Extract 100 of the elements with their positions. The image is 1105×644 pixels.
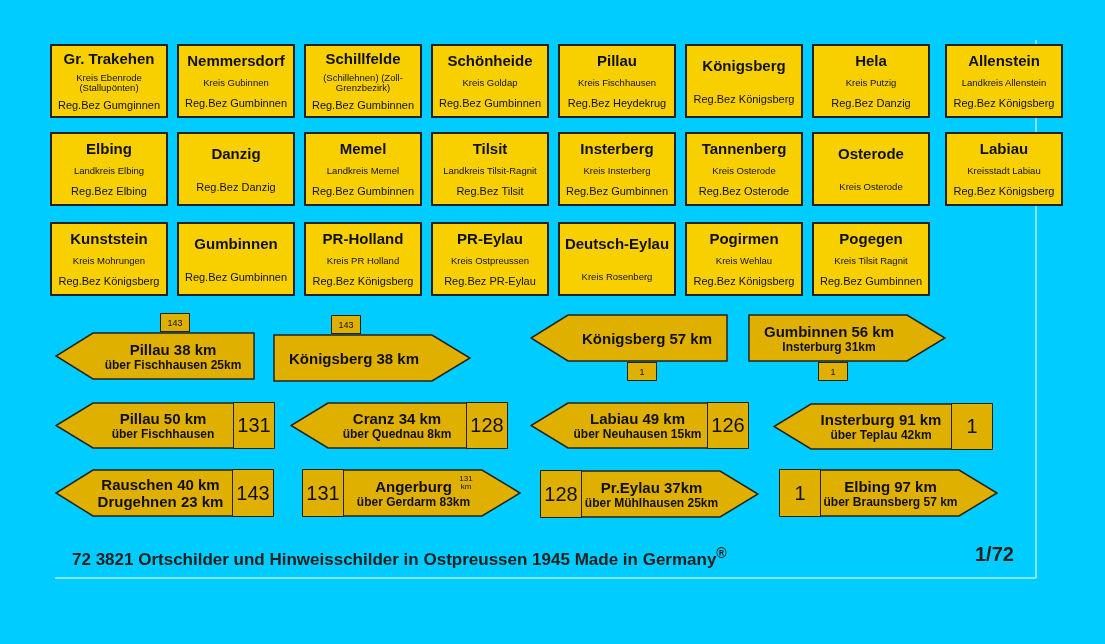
town-name: Gr. Trakehen bbox=[63, 51, 155, 67]
direction-sign bbox=[55, 332, 255, 380]
town-sign bbox=[50, 44, 168, 118]
district-text: Kreis Insterberg bbox=[583, 166, 651, 176]
district-text: Reg.Bez Heydekrug bbox=[567, 97, 667, 110]
district-text: Reg.Bez Gumbinnen bbox=[819, 275, 923, 288]
sign-text: Pillau 38 km bbox=[129, 340, 217, 358]
direction-sign bbox=[779, 469, 998, 517]
district-text: Reg.Bez Elbing bbox=[71, 185, 147, 198]
town-name: Hela bbox=[855, 52, 887, 69]
district-text: (Schillehnen) (Zoll-Grenzbezirk) bbox=[322, 73, 404, 93]
town-name: Pogegen bbox=[839, 230, 903, 247]
town-sign bbox=[431, 44, 549, 118]
town-name: Osterode bbox=[838, 146, 904, 162]
direction-sign bbox=[530, 402, 749, 449]
town-sign bbox=[304, 222, 422, 296]
sign-text: Gumbinnen 56 km bbox=[764, 322, 894, 340]
town-sign bbox=[177, 132, 295, 206]
route-number: 1 bbox=[951, 403, 993, 450]
sign-text: Elbing 97 km bbox=[844, 477, 937, 495]
sign-text: über Neuhausen 15km bbox=[573, 427, 702, 441]
district-text: Kreis PR Holland bbox=[326, 256, 400, 266]
town-sign bbox=[304, 132, 422, 206]
route-number: 143 bbox=[160, 313, 190, 332]
town-name: Kunststein bbox=[70, 230, 148, 247]
town-sign bbox=[558, 44, 676, 118]
sign-text: über Quednau 8km bbox=[342, 427, 452, 441]
route-number: 131 bbox=[302, 469, 344, 517]
district-text: Kreis Mohrungen bbox=[72, 256, 146, 266]
sign-text: über Fischhausen 25km bbox=[104, 357, 242, 372]
district-text: Reg.Bez Gumbinnen bbox=[311, 99, 415, 111]
sign-text: Cranz 34 km bbox=[352, 410, 442, 427]
route-number: 143 bbox=[331, 315, 361, 334]
direction-sign bbox=[530, 314, 728, 362]
route-number: 128 bbox=[540, 470, 582, 518]
district-text: Reg.Bez Danzig bbox=[831, 97, 911, 110]
town-sign bbox=[50, 132, 168, 206]
district-text: Kreis Putzig bbox=[845, 78, 897, 88]
town-sign bbox=[431, 222, 549, 296]
sign-text: über Mühlhausen 25km bbox=[584, 495, 719, 510]
sign-text: Rauschen 40 km bbox=[101, 476, 220, 493]
town-name: Schillfelde bbox=[325, 51, 401, 67]
town-name: Insterberg bbox=[580, 140, 654, 157]
town-sign bbox=[812, 132, 930, 206]
district-text: Reg.Bez Danzig bbox=[196, 180, 276, 193]
town-name: Elbing bbox=[86, 140, 132, 157]
district-text: Kreisstadt Labiau bbox=[967, 166, 1041, 176]
sign-text: Königsberg 38 km bbox=[288, 349, 419, 367]
route-number: 131 bbox=[233, 402, 275, 449]
sign-text: über Braunsberg 57 km bbox=[823, 494, 958, 509]
town-name: Memel bbox=[339, 140, 387, 157]
direction-sign bbox=[55, 402, 275, 449]
district-text: Reg.Bez Gumginnen bbox=[57, 99, 161, 111]
district-text: Kreis Osterode bbox=[839, 182, 903, 192]
town-sign bbox=[177, 44, 295, 118]
sign-text: Insterburg 91 km bbox=[820, 411, 942, 428]
town-name: Gumbinnen bbox=[194, 235, 278, 252]
route-number: 1 bbox=[779, 469, 821, 517]
district-text: Kreis Osterode bbox=[712, 166, 776, 176]
town-name: Tilsit bbox=[472, 140, 508, 157]
sign-text: Angerburg bbox=[375, 477, 452, 495]
town-name: Pillau bbox=[597, 52, 637, 69]
district-text: Reg.Bez Königsberg bbox=[953, 97, 1055, 110]
town-sign bbox=[685, 44, 803, 118]
town-sign bbox=[945, 44, 1063, 118]
district-text: Reg.Bez Königsberg bbox=[693, 275, 795, 288]
sign-text: Pr.Eylau 37km bbox=[600, 478, 703, 496]
town-sign bbox=[685, 132, 803, 206]
district-text: Reg.Bez Gumbinnen bbox=[438, 97, 542, 110]
district-text: Reg.Bez Osterode bbox=[698, 185, 790, 198]
sign-text: über Fischhausen bbox=[111, 427, 215, 441]
sign-text: Drugehnen 23 km bbox=[97, 493, 224, 510]
scale-label: 1/72 bbox=[975, 543, 1014, 566]
town-name: Schönheide bbox=[447, 52, 533, 69]
direction-sign bbox=[540, 470, 759, 518]
district-text: Kreis Tilsit Ragnit bbox=[834, 256, 908, 266]
district-text: Reg.Bez Gumbinnen bbox=[311, 185, 415, 198]
direction-sign bbox=[55, 469, 274, 517]
sign-text: Insterburg 31km bbox=[782, 339, 876, 354]
route-number: 126 bbox=[707, 402, 749, 449]
town-name: Königsberg bbox=[702, 57, 786, 74]
town-name: Allenstein bbox=[968, 52, 1040, 69]
direction-sign bbox=[773, 403, 993, 450]
town-sign bbox=[50, 222, 168, 296]
town-sign bbox=[177, 222, 295, 296]
district-text: Kreis Fischhausen bbox=[577, 78, 657, 88]
town-sign bbox=[685, 222, 803, 296]
town-name: Nemmersdorf bbox=[187, 52, 285, 69]
district-text: Kreis Rosenberg bbox=[581, 272, 653, 282]
town-sign bbox=[431, 132, 549, 206]
sign-text: über Teplau 42km bbox=[830, 428, 932, 442]
town-name: PR-Eylau bbox=[457, 230, 523, 247]
town-sign bbox=[945, 132, 1063, 206]
route-number: 143 bbox=[232, 469, 274, 517]
town-name: Labiau bbox=[979, 140, 1029, 157]
district-text: Landkreis Tilsit-Ragnit bbox=[443, 166, 537, 176]
district-text: Reg.Bez Königsberg bbox=[693, 92, 795, 105]
district-text: Reg.Bez Gumbinnen bbox=[565, 185, 669, 198]
sign-text: Königsberg 57 km bbox=[581, 329, 712, 347]
district-text: Reg.Bez Gumbinnen bbox=[184, 97, 288, 110]
